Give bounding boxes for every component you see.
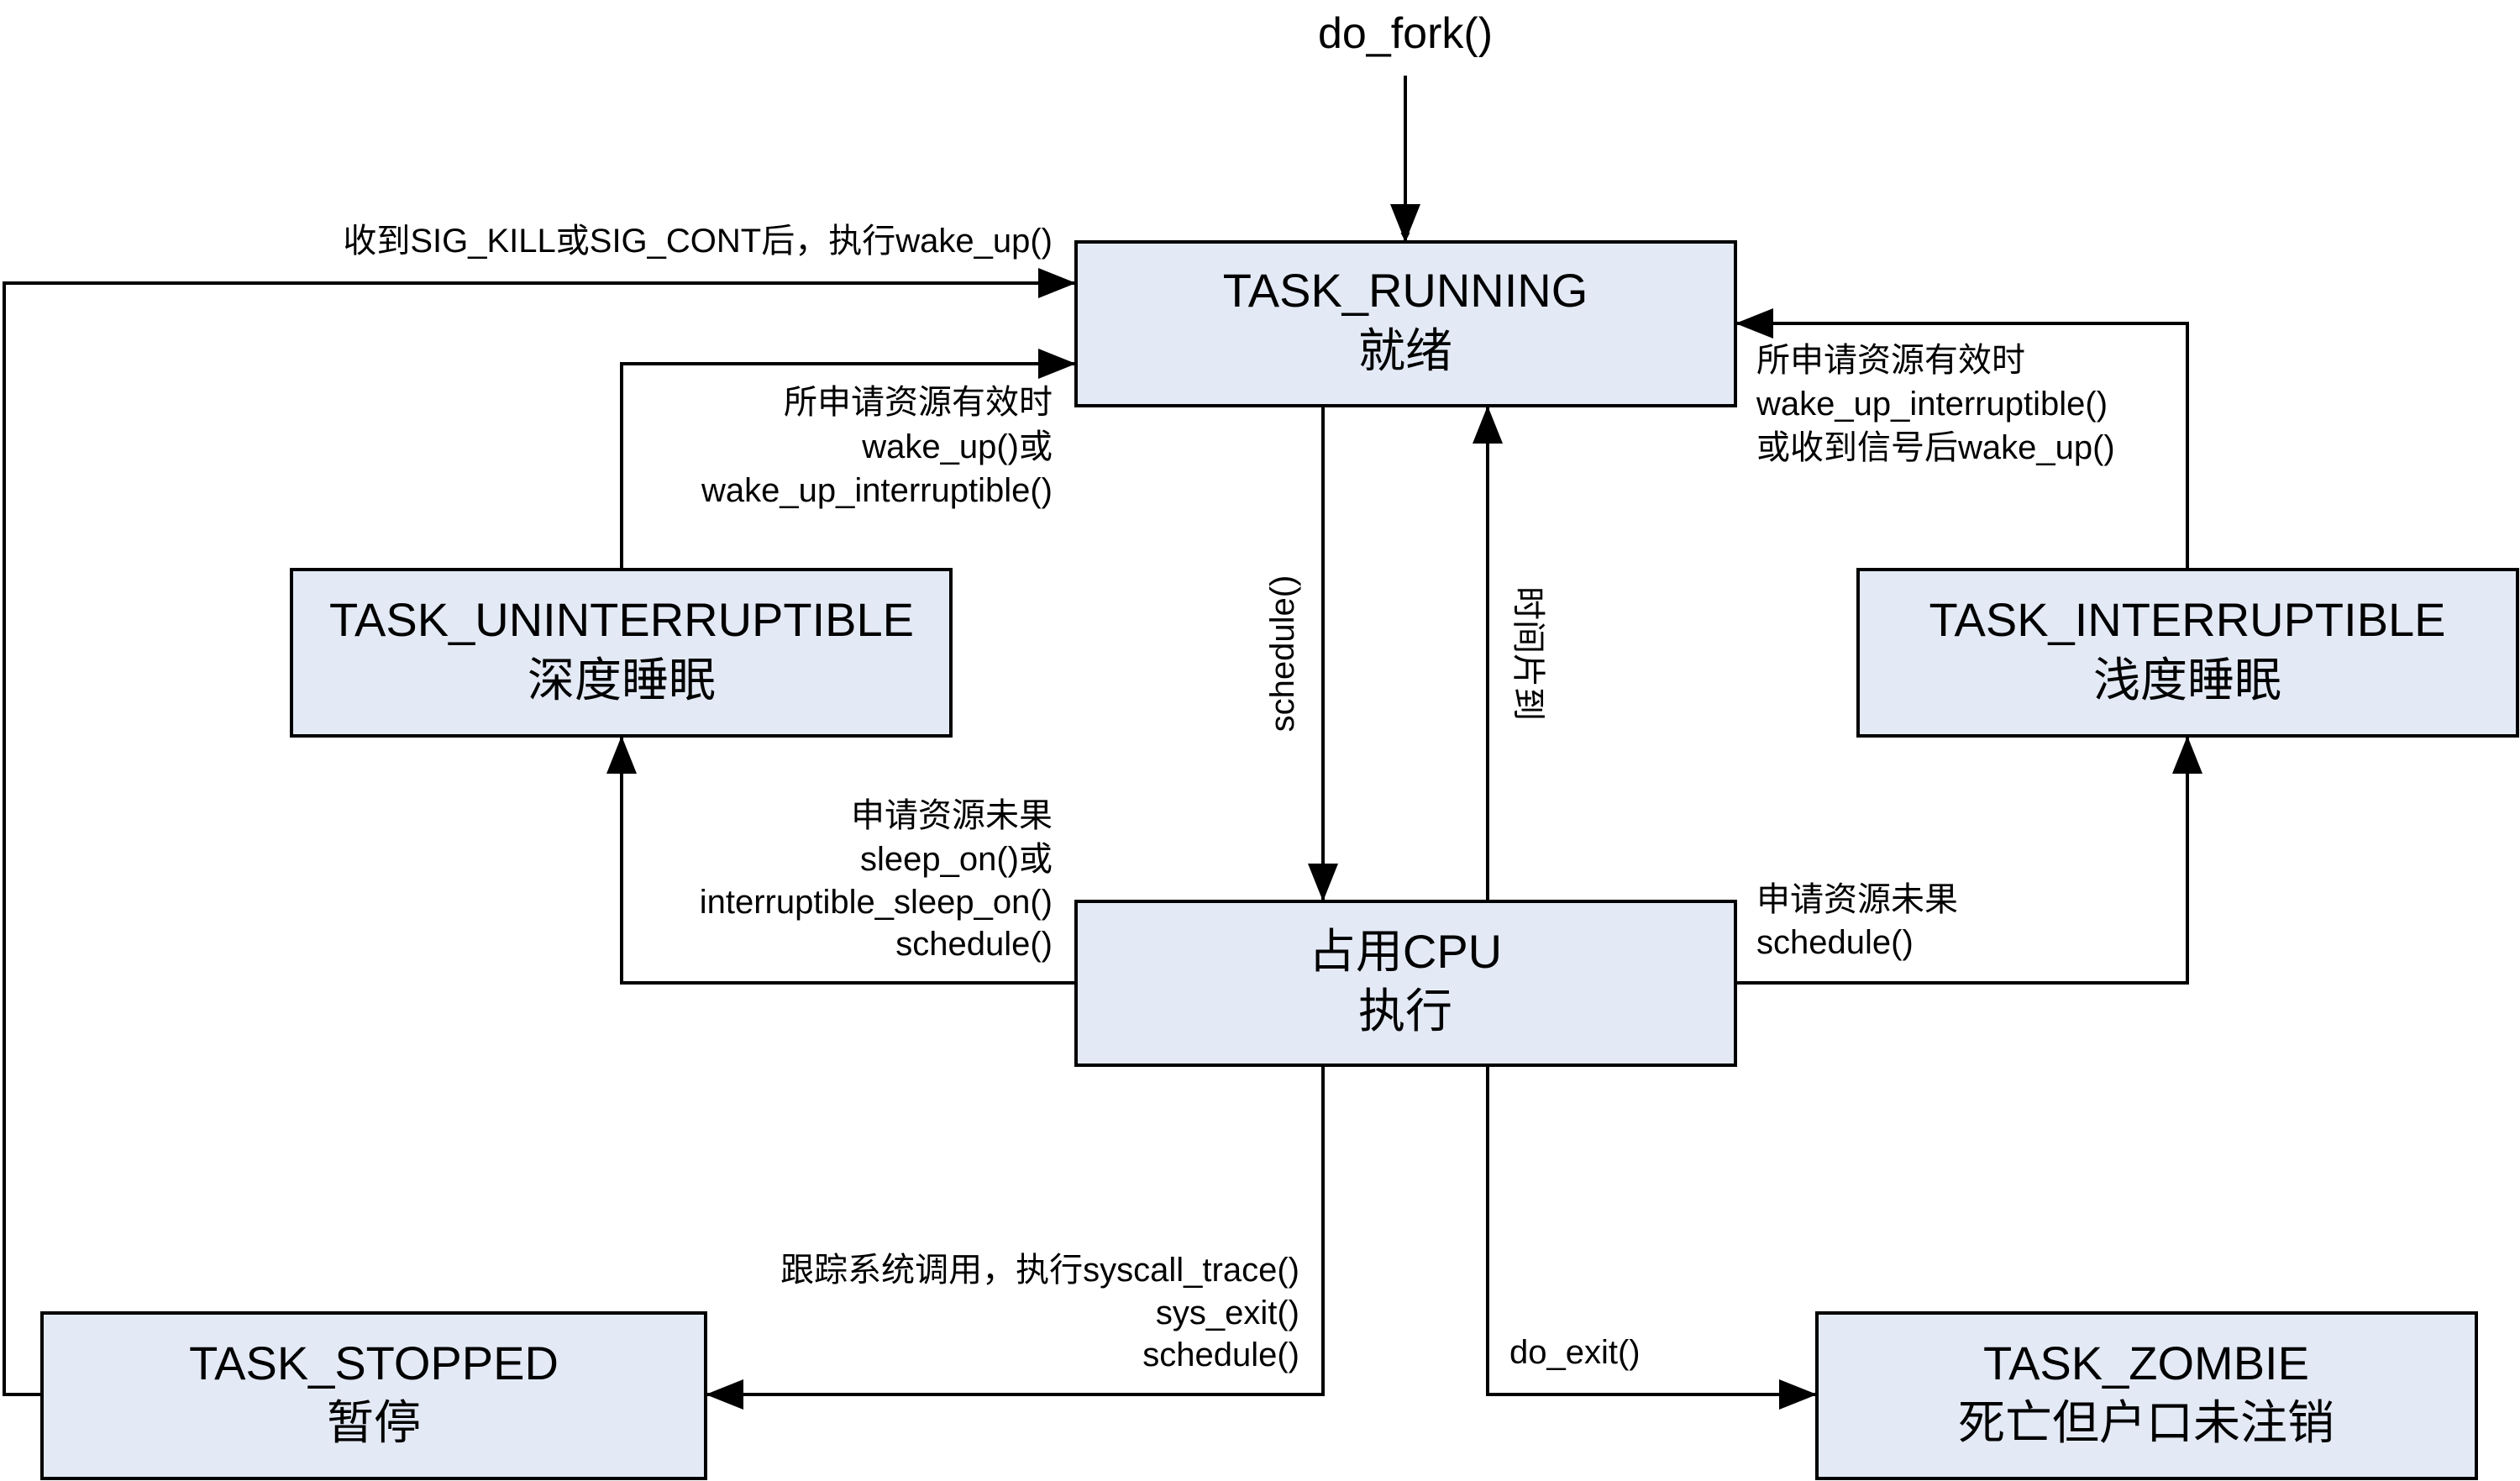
state-uninterruptible-name: TASK_UNINTERRUPTIBLE (329, 593, 914, 646)
label-line: sleep_on()或 (860, 841, 1053, 878)
label-line: 收到SIG_KILL或SIG_CONT后，执行wake_up() (343, 223, 1053, 260)
arrowhead-uninterruptible-running (1038, 349, 1076, 379)
state-cpu-name: 占用CPU (1309, 925, 1502, 978)
label-line: do_exit() (1509, 1334, 1641, 1371)
state-interruptible-name: TASK_INTERRUPTIBLE (1929, 593, 2445, 646)
state-interruptible-desc: 浅度睡眠 (2093, 654, 2281, 706)
state-zombie-desc: 死亡但户口未注销 (1958, 1396, 2334, 1449)
state-stopped-name: TASK_STOPPED (189, 1337, 559, 1389)
label-line: interruptible_sleep_on() (700, 884, 1053, 921)
label-line: wake_up_interruptible() (701, 472, 1053, 509)
arrowhead-cpu-running (1473, 406, 1503, 444)
state-uninterruptible: TASK_UNINTERRUPTIBLE 深度睡眠 (290, 568, 953, 738)
entry-label: do_fork() (1318, 9, 1493, 58)
state-cpu-desc: 执行 (1358, 985, 1452, 1037)
label-line: 或收到信号后wake_up() (1756, 429, 2115, 466)
edge-uninterruptible-to-running (620, 362, 1076, 570)
arrowhead-interruptible-running (1735, 308, 1773, 339)
state-stopped-desc: 暂停 (327, 1396, 421, 1449)
label-line: 跟踪系统调用，执行syscall_trace() (780, 1252, 1299, 1289)
state-stopped: TASK_STOPPED 暂停 (40, 1311, 707, 1480)
label-line: 申请资源未果 (1756, 881, 1958, 918)
label-line: schedule() (1756, 924, 1914, 961)
edge-cpu-to-uninterruptible (620, 736, 1076, 985)
arrowhead-cpu-zombie (1779, 1379, 1817, 1410)
label-line: schedule() (1142, 1337, 1299, 1373)
arrowhead-cpu-stopped (706, 1379, 743, 1410)
arrowhead-cpu-uninterruptible (606, 736, 637, 774)
state-uninterruptible-desc: 深度睡眠 (528, 654, 716, 706)
edge-interruptible-to-running (1735, 322, 2189, 570)
edge-cpu-to-zombie (1486, 1065, 1817, 1396)
arrowhead-fork-running (1390, 204, 1420, 242)
state-running-name: TASK_RUNNING (1223, 264, 1588, 317)
edge-cpu-to-stopped (706, 1065, 1325, 1396)
arrowheads (606, 204, 2202, 1410)
label-line: 所申请资源有效时 (784, 384, 1053, 421)
state-running: TASK_RUNNING 就绪 (1074, 240, 1737, 407)
label-cpu-to-stopped: 跟踪系统调用，执行syscall_trace() sys_exit() sche… (780, 1252, 1299, 1373)
label-stopped-to-running: 收到SIG_KILL或SIG_CONT后，执行wake_up() (343, 223, 1053, 260)
arrowhead-stopped-running (1038, 268, 1076, 298)
label-line: 时间片到 (1509, 586, 1546, 721)
state-running-desc: 就绪 (1358, 324, 1452, 377)
edge-cpu-to-interruptible (1735, 736, 2189, 985)
state-zombie: TASK_ZOMBIE 死亡但户口未注销 (1815, 1311, 2478, 1480)
label-line: 申请资源未果 (851, 797, 1053, 834)
state-zombie-name: TASK_ZOMBIE (1983, 1337, 2309, 1389)
label-line: sys_exit() (1156, 1295, 1299, 1331)
label-cpu-to-interruptible: 申请资源未果 schedule() (1756, 881, 1958, 961)
label-running-to-cpu: schedule() (1264, 575, 1301, 733)
label-interruptible-to-running: 所申请资源有效时 wake_up_interruptible() 或收到信号后w… (1756, 342, 2115, 466)
label-line: wake_up()或 (861, 428, 1053, 465)
label-line: schedule() (895, 926, 1053, 963)
arrowhead-running-cpu (1308, 864, 1338, 901)
label-cpu-to-zombie: do_exit() (1509, 1334, 1641, 1371)
state-cpu: 占用CPU 执行 (1074, 900, 1737, 1067)
label-line: 所申请资源有效时 (1756, 342, 2025, 379)
label-line: wake_up_interruptible() (1756, 386, 2108, 423)
label-line: schedule() (1264, 575, 1301, 733)
arrowhead-cpu-interruptible (2172, 736, 2202, 774)
label-uninterruptible-to-running: 所申请资源有效时 wake_up()或 wake_up_interruptibl… (701, 384, 1053, 509)
label-cpu-to-uninterruptible: 申请资源未果 sleep_on()或 interruptible_sleep_o… (700, 797, 1053, 963)
edges (3, 76, 2189, 1396)
label-cpu-to-running: 时间片到 (1509, 586, 1546, 721)
state-interruptible: TASK_INTERRUPTIBLE 浅度睡眠 (1856, 568, 2519, 738)
edge-stopped-to-running (3, 281, 1076, 1396)
